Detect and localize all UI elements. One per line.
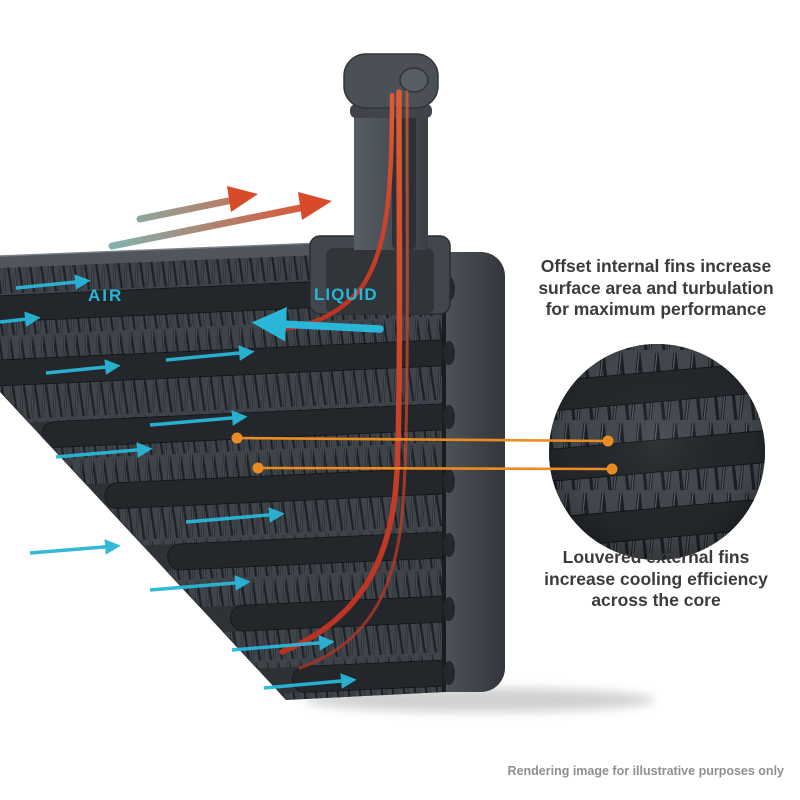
internal-fins-line-2: surface area and turbulation: [538, 277, 774, 298]
detail-inset: [549, 344, 765, 560]
internal-fins-line-1: Offset internal fins increase: [540, 256, 772, 276]
air-label: AIR: [88, 286, 124, 305]
disclaimer-text: Rendering image for illustrative purpose…: [507, 764, 784, 778]
internal-fins-annotation: Offset internal fins increase surface ar…: [516, 256, 796, 321]
external-fins-line-3: across the core: [591, 590, 721, 610]
external-fins-annotation: Louvered external fins increase cooling …: [516, 547, 796, 612]
end-tank: [442, 250, 505, 692]
hot-air-arrows: [108, 186, 332, 250]
internal-fins-line-3: for maximum performance: [545, 299, 767, 319]
inlet-fitting: [309, 53, 451, 315]
external-fins-line-2: increase cooling efficiency: [544, 568, 768, 589]
liquid-label: LIQUID: [314, 285, 378, 304]
air-flow-arrows: [0, 274, 357, 690]
cooled-liquid-arrow: [251, 306, 384, 342]
external-fins-line-1: Louvered external fins: [562, 547, 750, 567]
callout-leaders: [231, 432, 618, 475]
